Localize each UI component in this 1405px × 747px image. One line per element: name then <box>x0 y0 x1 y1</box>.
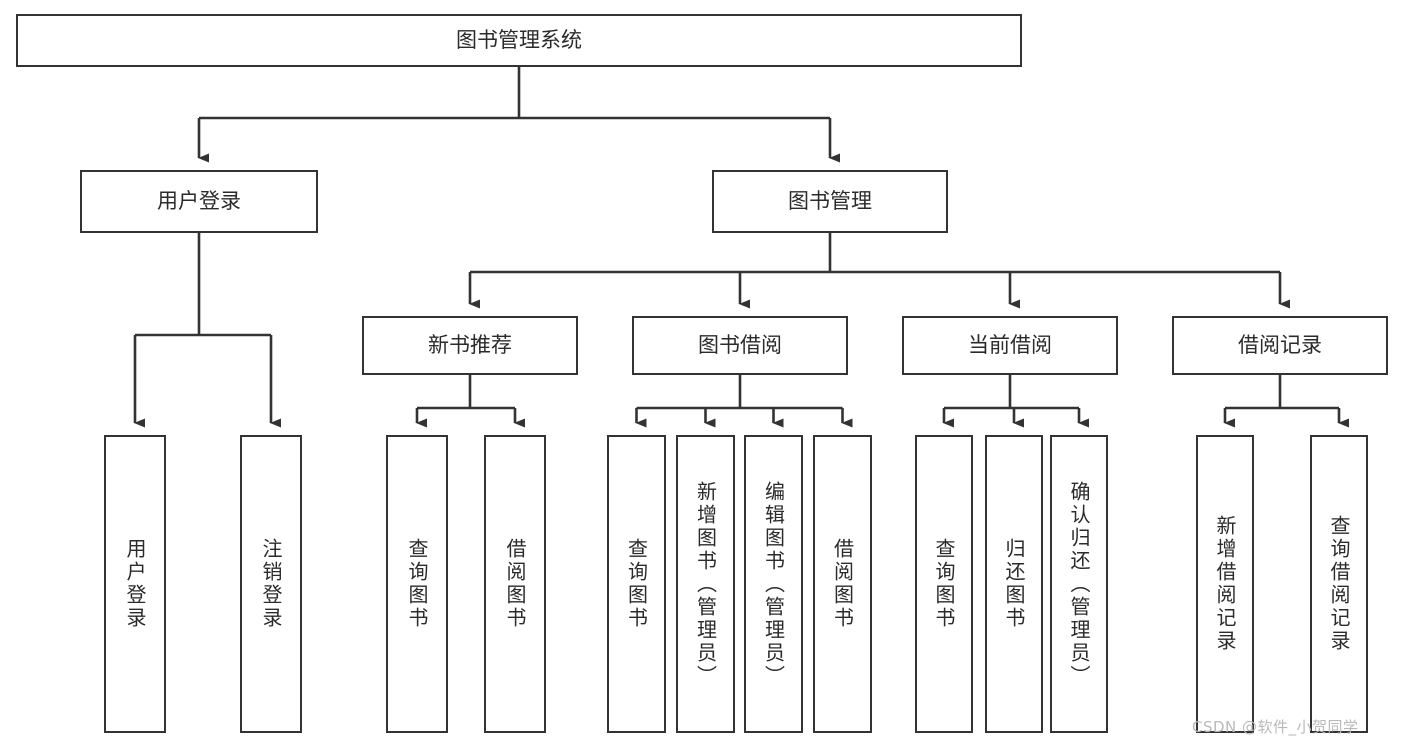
node-user-login[interactable]: 用户登录 <box>80 170 318 233</box>
node-leaf-add-borrow-record[interactable]: 新增借阅记录 <box>1196 435 1254 733</box>
node-label-leaf-edit-book-admin: 编辑图书（管理员） <box>761 480 786 688</box>
node-label-root: 图书管理系统 <box>456 27 582 52</box>
node-label-current-borrow: 当前借阅 <box>968 332 1052 357</box>
node-label-leaf-query-borrow-record: 查询借阅记录 <box>1327 515 1351 653</box>
node-book-borrow[interactable]: 图书借阅 <box>632 316 848 375</box>
node-new-book-recommend[interactable]: 新书推荐 <box>362 316 578 375</box>
node-borrow-record[interactable]: 借阅记录 <box>1172 316 1388 375</box>
node-leaf-return-book[interactable]: 归还图书 <box>985 435 1043 733</box>
node-leaf-confirm-return-admin[interactable]: 确认归还（管理员） <box>1050 435 1108 733</box>
node-root[interactable]: 图书管理系统 <box>16 14 1022 67</box>
node-label-leaf-query-book-rec: 查询图书 <box>405 538 429 630</box>
node-label-leaf-confirm-return-admin: 确认归还（管理员） <box>1067 480 1091 688</box>
node-leaf-query-book-borrow[interactable]: 查询图书 <box>607 435 666 733</box>
node-label-leaf-borrow-book: 借阅图书 <box>830 538 855 630</box>
node-label-book-manage: 图书管理 <box>788 188 872 213</box>
node-label-book-borrow: 图书借阅 <box>698 332 782 357</box>
node-leaf-borrow-book[interactable]: 借阅图书 <box>813 435 872 733</box>
node-leaf-query-book-cur[interactable]: 查询图书 <box>915 435 973 733</box>
node-label-leaf-query-book-borrow: 查询图书 <box>624 538 649 630</box>
node-label-leaf-return-book: 归还图书 <box>1002 538 1026 630</box>
node-leaf-borrow-book-rec[interactable]: 借阅图书 <box>484 435 546 733</box>
csdn-watermark: CSDN @软件_小贺同学 <box>1192 718 1359 736</box>
node-label-leaf-add-book-admin: 新增图书（管理员） <box>693 480 718 688</box>
node-label-user-login: 用户登录 <box>157 188 241 213</box>
node-book-manage[interactable]: 图书管理 <box>712 170 948 233</box>
node-leaf-user-login[interactable]: 用户登录 <box>104 435 166 733</box>
node-label-leaf-user-logout: 注销登录 <box>259 538 283 630</box>
node-label-leaf-query-book-cur: 查询图书 <box>932 538 956 630</box>
node-label-leaf-add-borrow-record: 新增借阅记录 <box>1213 515 1237 653</box>
node-label-leaf-user-login: 用户登录 <box>123 538 147 630</box>
node-current-borrow[interactable]: 当前借阅 <box>902 316 1118 375</box>
node-leaf-edit-book-admin[interactable]: 编辑图书（管理员） <box>744 435 803 733</box>
node-leaf-add-book-admin[interactable]: 新增图书（管理员） <box>676 435 735 733</box>
node-label-borrow-record: 借阅记录 <box>1238 332 1322 357</box>
node-label-leaf-borrow-book-rec: 借阅图书 <box>503 538 527 630</box>
node-leaf-query-borrow-record[interactable]: 查询借阅记录 <box>1310 435 1368 733</box>
node-leaf-user-logout[interactable]: 注销登录 <box>240 435 302 733</box>
node-leaf-query-book-rec[interactable]: 查询图书 <box>386 435 448 733</box>
node-label-new-book-recommend: 新书推荐 <box>428 332 512 357</box>
